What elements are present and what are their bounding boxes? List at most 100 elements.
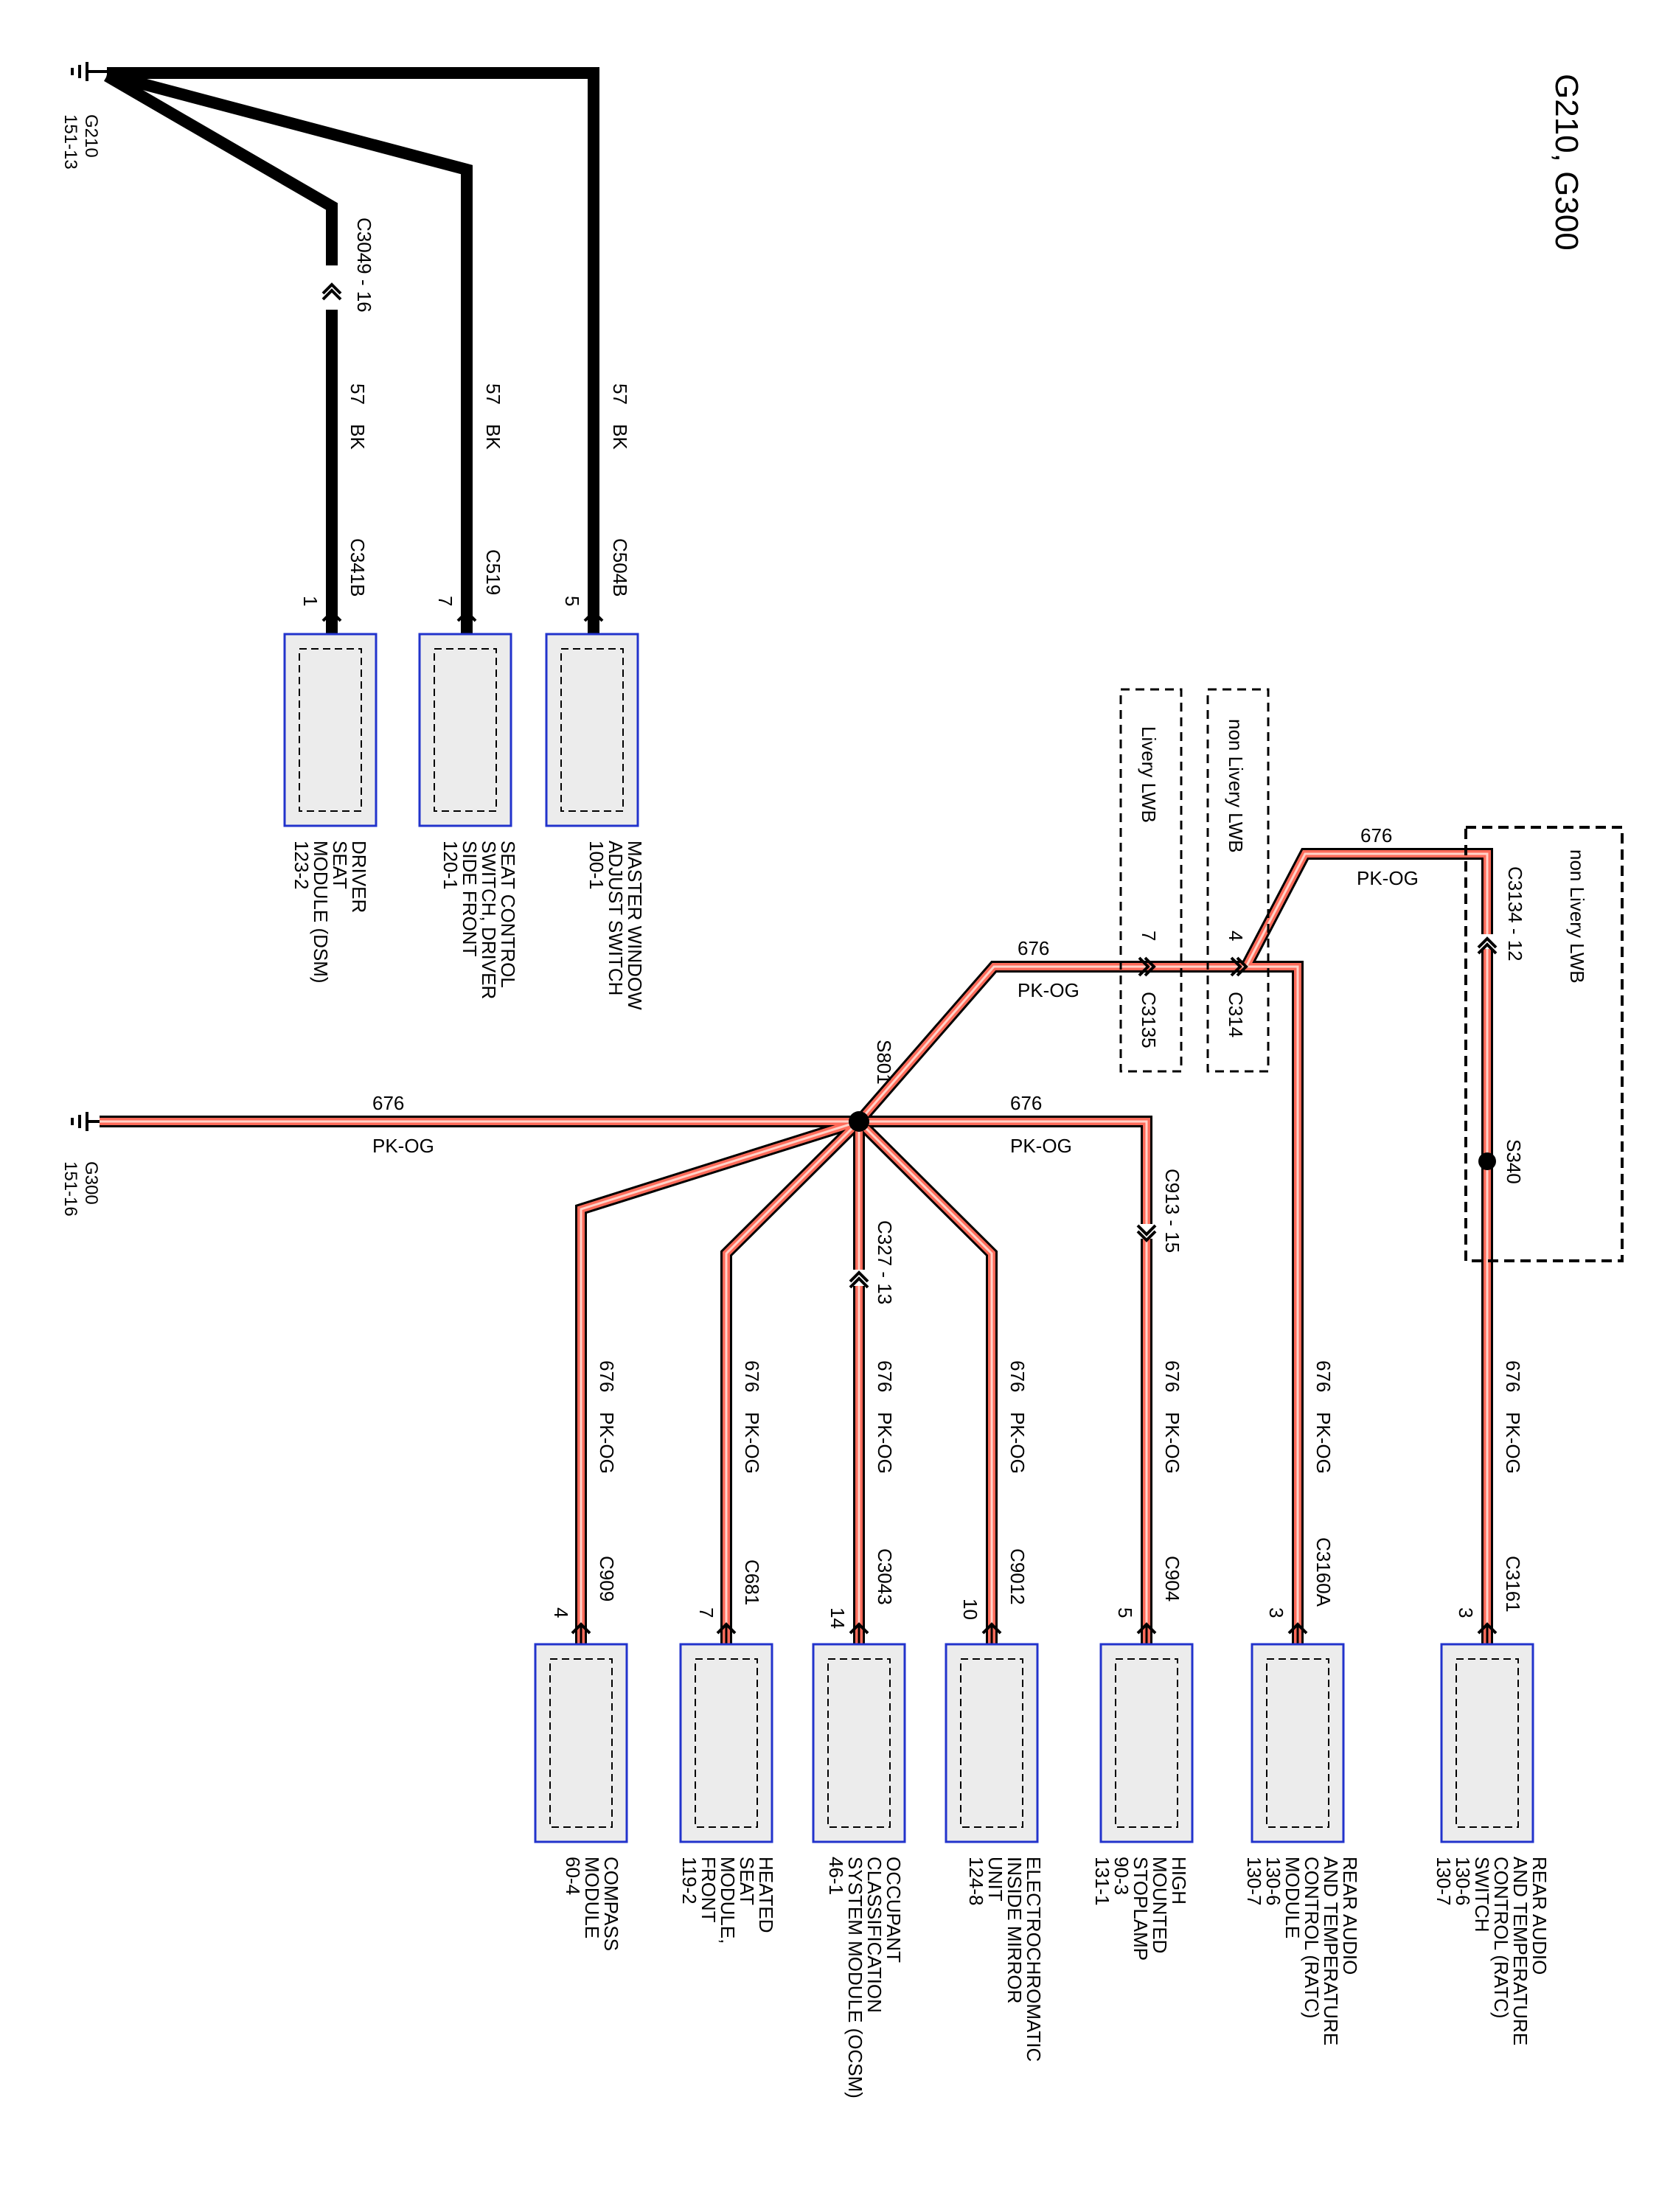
splice-s340: S340 <box>1478 1139 1525 1184</box>
splice-s340-label: S340 <box>1503 1139 1525 1184</box>
connector-c3161: C3161 3 <box>1455 1556 1524 1659</box>
connector-c909: C909 4 <box>550 1556 618 1659</box>
label-master-window-switch: MASTER WINDOW ADJUST SWITCH 100-1 <box>585 841 646 1010</box>
g300-feed-color: PK-OG <box>372 1135 434 1157</box>
component-seat-control-switch <box>418 633 512 827</box>
comp-stoplamp-line3: STOPLAMP <box>1130 1857 1152 1961</box>
option-livery-pin: 7 <box>1138 931 1160 941</box>
ground-g210-ref: 151-13 <box>60 114 80 170</box>
option-nonlivery-small-label: non Livery LWB <box>1225 719 1247 853</box>
comp-compass-line2: MODULE <box>581 1857 603 1938</box>
comp-compass-line3: 60-4 <box>562 1857 584 1895</box>
label-driver-seat-module: DRIVER SEAT MODULE (DSM) 123-2 <box>291 841 370 984</box>
c3135-feed-color: PK-OG <box>1018 979 1079 1001</box>
label-heated-seat-module: HEATED SEAT MODULE, FRONT 119-2 <box>678 1857 777 1944</box>
comp-mws-line1: MASTER WINDOW <box>624 841 646 1010</box>
comp-stoplamp-line1: HIGH <box>1168 1857 1190 1905</box>
pkog-wire-set <box>100 848 1493 1644</box>
c3134-feed-circuit: 676 <box>1360 824 1392 846</box>
label-ocsm: OCCUPANT CLASSIFICATION SYSTEM MODULE (O… <box>825 1857 905 2098</box>
comp-ocsm-line4: 46-1 <box>825 1857 847 1895</box>
c913-feed-circuit: 676 <box>1010 1092 1042 1114</box>
comp-mirror-line3: UNIT <box>984 1857 1006 1902</box>
comp-compass-line1: COMPASS <box>600 1857 622 1951</box>
wire-label-c519-color: BK <box>482 424 504 450</box>
option-box-livery: Livery LWB C3135 7 <box>1119 688 1183 1073</box>
option-box-non-livery-large: non Livery LWB C3134 - 12 <box>1464 826 1624 1262</box>
comp-ratcs-line1: REAR AUDIO <box>1528 1857 1551 1975</box>
connector-c681-pin: 7 <box>695 1607 717 1618</box>
branch-c9012-circuit: 676 <box>1006 1360 1029 1392</box>
ground-g300-ref: 151-16 <box>60 1161 80 1217</box>
connector-c904: C904 5 <box>1114 1556 1183 1659</box>
connector-c341b-pin: 1 <box>299 596 321 606</box>
wire-g210-to-c519 <box>105 69 473 634</box>
comp-ocsm-line2: CLASSIFICATION <box>863 1857 886 2013</box>
connector-c3161-pin: 3 <box>1455 1607 1477 1618</box>
comp-mirror-line1: ELECTROCHROMATIC <box>1023 1857 1045 2062</box>
comp-dsm-line1: DRIVER <box>348 841 370 913</box>
wire-label-c341b-color: BK <box>347 424 369 450</box>
connector-c909-label: C909 <box>596 1556 618 1601</box>
comp-ratcs-line2: AND TEMPERATURE <box>1509 1857 1531 2045</box>
branch-c681-color: PK-OG <box>741 1412 763 1474</box>
option-nonlivery-large-inline: C3134 - 12 <box>1504 866 1526 961</box>
wire-g210-to-c3049 <box>103 71 338 265</box>
connector-c519-pin: 7 <box>434 596 456 606</box>
wire-label-c341b-circuit: 57 <box>347 383 369 405</box>
comp-mirror-line4: 124-8 <box>965 1857 987 1906</box>
diagram-title: G210, G300 <box>1548 74 1585 251</box>
label-seat-control-switch: SEAT CONTROL SWITCH, DRIVER SIDE FRONT 1… <box>439 841 519 999</box>
comp-ratcs-line3: CONTROL (RATC) <box>1490 1857 1512 2019</box>
label-high-mounted-stoplamp: HIGH MOUNTED STOPLAMP 90-3 131-1 <box>1091 1857 1190 1961</box>
ground-g210: G210 151-13 <box>60 62 111 170</box>
label-compass-module: COMPASS MODULE 60-4 <box>562 1857 622 1951</box>
label-ratc-module: REAR AUDIO AND TEMPERATURE CONTROL (RATC… <box>1243 1857 1361 2045</box>
component-ocsm <box>812 1643 906 1843</box>
comp-heated-line3: MODULE, <box>717 1857 739 1944</box>
comp-ocsm-line3: SYSTEM MODULE (OCSM) <box>844 1857 866 2098</box>
component-driver-seat-module <box>283 633 378 827</box>
branch-c9012-color: PK-OG <box>1006 1412 1029 1474</box>
c913-feed-color: PK-OG <box>1010 1135 1072 1157</box>
comp-mws-line2: ADJUST SWITCH <box>605 841 627 995</box>
component-ratc-module <box>1251 1643 1345 1843</box>
component-high-mounted-stoplamp <box>1099 1643 1194 1843</box>
label-ratc-switch: REAR AUDIO AND TEMPERATURE CONTROL (RATC… <box>1433 1857 1551 2045</box>
comp-ratcm-line1: REAR AUDIO <box>1339 1857 1361 1975</box>
connector-c681-label: C681 <box>741 1559 763 1605</box>
option-nonlivery-small-pin: 4 <box>1225 931 1247 941</box>
comp-stoplamp-line5: 131-1 <box>1091 1857 1113 1906</box>
connector-c504b-label: C504B <box>609 538 631 597</box>
comp-scs-line1: SEAT CONTROL <box>497 841 519 988</box>
comp-ratcm-line3: CONTROL (RATC) <box>1301 1857 1323 2019</box>
connector-c3043-pin: 14 <box>827 1607 849 1629</box>
connector-c519-label: C519 <box>482 549 504 595</box>
comp-heated-line5: 119-2 <box>678 1857 700 1905</box>
connector-c681: C681 7 <box>695 1559 763 1659</box>
comp-ratcm-line6: 130-7 <box>1243 1857 1265 1906</box>
comp-scs-line4: 120-1 <box>439 841 462 890</box>
component-electrochromatic-mirror <box>945 1643 1039 1843</box>
connector-c341b-label: C341B <box>347 538 369 597</box>
option-nonlivery-small-connector: C314 <box>1225 992 1247 1037</box>
comp-mws-line3: 100-1 <box>585 841 608 890</box>
comp-ratcm-line5: 130-6 <box>1262 1857 1284 1906</box>
connector-c504b-pin: 5 <box>561 596 583 606</box>
wire-g210-to-c504b <box>107 67 599 634</box>
option-nonlivery-large-label: non Livery LWB <box>1566 849 1588 984</box>
wire-label-c504b-color: BK <box>609 424 631 450</box>
connector-c519: C519 7 <box>434 549 504 649</box>
c3135-feed-circuit: 676 <box>1018 937 1049 959</box>
comp-ocsm-line1: OCCUPANT <box>883 1857 905 1963</box>
connector-c904-pin: 5 <box>1114 1607 1136 1618</box>
connector-c9012-label: C9012 <box>1006 1548 1029 1605</box>
comp-dsm-line2: SEAT <box>329 841 351 889</box>
branch-c3160a-circuit: 676 <box>1312 1360 1335 1392</box>
comp-dsm-line3: MODULE (DSM) <box>310 841 332 984</box>
branch-c3043-circuit: 676 <box>874 1360 896 1392</box>
comp-mirror-line2: INSIDE MIRROR <box>1004 1857 1026 2003</box>
ground-g300-id: G300 <box>81 1161 101 1205</box>
comp-dsm-line4: 123-2 <box>291 841 313 890</box>
comp-ratcm-line4: MODULE <box>1281 1857 1304 1938</box>
